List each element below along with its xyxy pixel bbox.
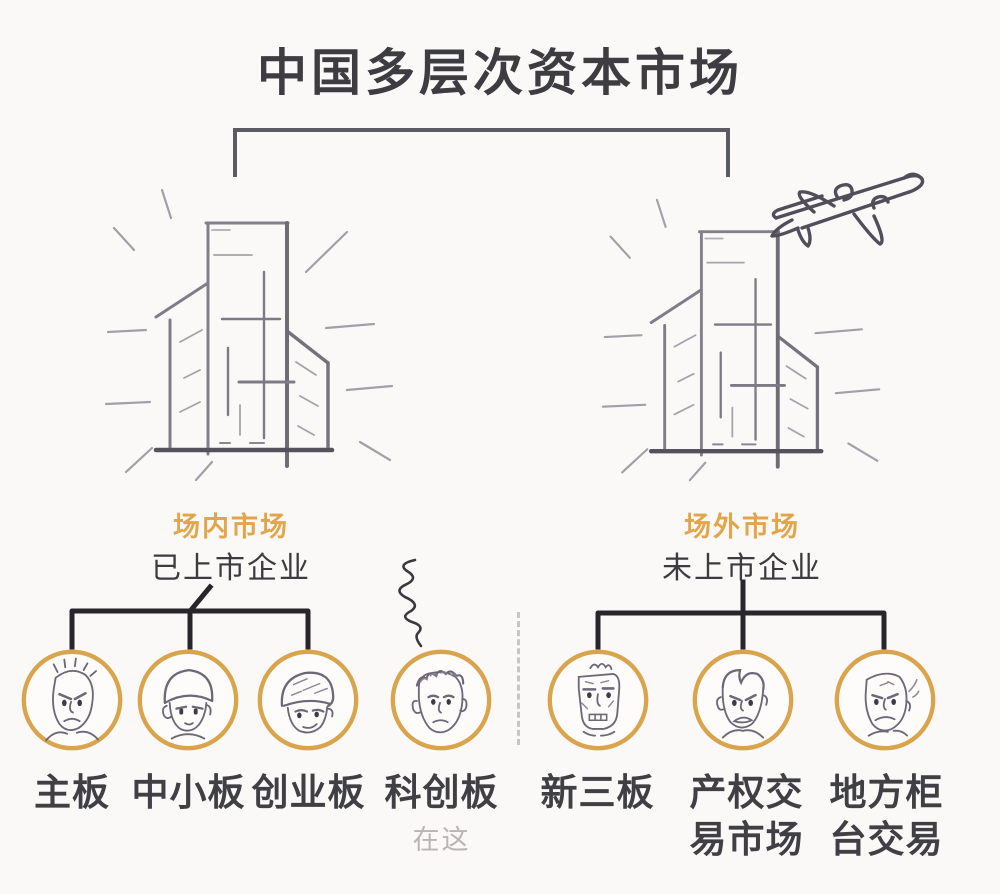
board-label-sme: 中小板 bbox=[131, 772, 246, 813]
bracket-connector bbox=[233, 128, 730, 177]
sme-board-face-icon bbox=[137, 649, 239, 751]
chinext-face-icon bbox=[257, 649, 359, 751]
neeq-face-icon bbox=[547, 649, 649, 751]
local-otc-face-icon bbox=[834, 649, 936, 751]
mainboard-face-icon bbox=[21, 649, 123, 751]
board-label-mainboard: 主板 bbox=[34, 772, 110, 813]
listed-companies-label: 已上市企业 bbox=[151, 552, 311, 585]
building-right-icon bbox=[601, 198, 881, 482]
airplane-icon bbox=[770, 172, 925, 248]
board-label-star: 科创板 bbox=[384, 772, 499, 813]
board-label-neeq: 新三板 bbox=[540, 772, 655, 813]
here-note: 在这 bbox=[412, 825, 471, 855]
board-label-chinext: 创业板 bbox=[251, 772, 366, 813]
tree-connectors bbox=[69, 579, 887, 650]
equity-exchange-face-icon bbox=[692, 649, 794, 751]
building-left-icon bbox=[104, 188, 394, 482]
board-label-equity-exchange: 产权交易市场 bbox=[689, 772, 804, 861]
group-divider bbox=[517, 612, 520, 745]
board-label-local-otc: 地方柜台交易 bbox=[829, 772, 944, 861]
star-board-face-icon bbox=[390, 649, 492, 751]
offsite-market-label: 场外市场 bbox=[684, 512, 800, 542]
onsite-market-label: 场内市场 bbox=[173, 512, 289, 542]
curly-pointer-icon bbox=[398, 558, 423, 648]
page-title: 中国多层次资本市场 bbox=[257, 45, 743, 101]
